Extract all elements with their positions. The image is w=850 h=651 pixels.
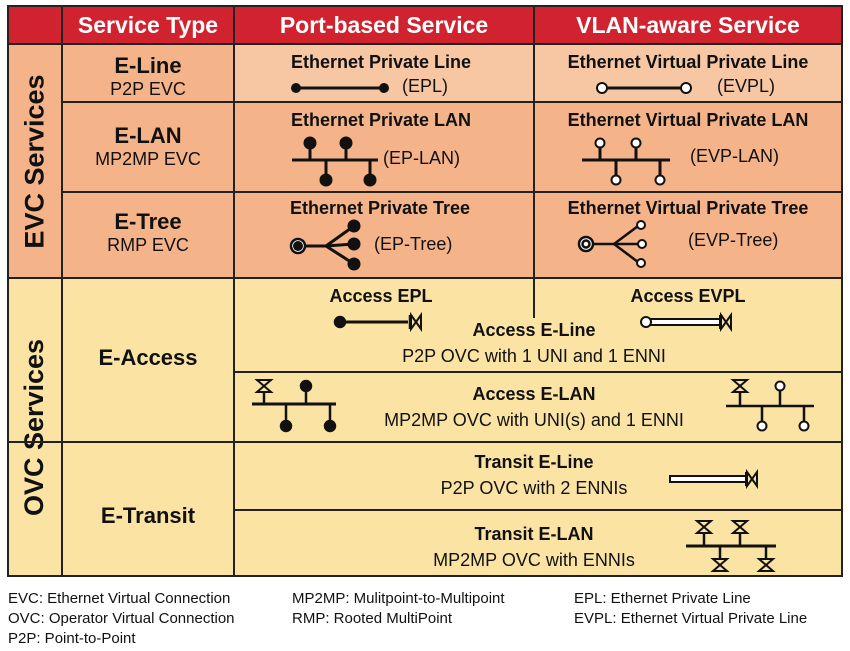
row-eaccess: [62, 278, 842, 442]
transit-elan-icon: [686, 520, 776, 572]
evp-tree-icon: [577, 220, 647, 268]
ep-tree-icon: [289, 219, 361, 271]
row-eline-cells: [234, 44, 842, 102]
etransit-label: E-Transit: [100, 503, 196, 528]
legend-evc: EVC: Ethernet Virtual Connection: [8, 590, 231, 607]
eptree-abbr: (EP-Tree): [374, 234, 453, 254]
epl-abbr: (EPL): [402, 76, 449, 96]
service-type-etransit: E-Transit: [62, 504, 234, 528]
row-elan: [62, 102, 842, 192]
elan-sub: MP2MP EVC: [95, 149, 201, 169]
eaccess-label: E-Access: [98, 345, 198, 370]
access-eline-desc: P2P OVC with 1 UNI and 1 ENNI: [402, 346, 666, 366]
header-vlan-aware: VLAN-aware Service: [534, 6, 842, 44]
etree-sub: RMP EVC: [107, 235, 189, 255]
eplan-title: Ethernet Private LAN: [290, 110, 472, 130]
eline-label: E-Line: [114, 53, 182, 78]
transit-elan-title: Transit E-LAN: [474, 524, 594, 544]
evpl-line-icon: [596, 82, 692, 94]
etree-label: E-Tree: [114, 209, 182, 234]
transit-eline-title: Transit E-Line: [474, 452, 594, 472]
service-type-eline: E-Line P2P EVC: [62, 54, 234, 100]
eplan-abbr: (EP-LAN): [383, 148, 461, 168]
legend-epl: EPL: Ethernet Private Line: [574, 590, 751, 607]
access-elan-port-icon: [252, 379, 337, 433]
ep-lan-icon: [292, 136, 378, 187]
header-port-based: Port-based Service: [234, 6, 534, 44]
evpl-title: Ethernet Virtual Private Line: [567, 52, 809, 72]
access-evpl-icon: [640, 312, 732, 332]
eline-sub: P2P EVC: [110, 79, 186, 99]
legend-ovc: OVC: Operator Virtual Connection: [8, 610, 235, 627]
legend-p2p: P2P: Point-to-Point: [8, 630, 136, 647]
evplan-abbr: (EVP-LAN): [690, 146, 780, 166]
transit-eline-desc: P2P OVC with 2 ENNIs: [440, 478, 628, 498]
access-epl-icon: [333, 312, 422, 332]
header-service-type: Service Type: [62, 6, 234, 44]
access-eline-title: Access E-Line: [472, 320, 596, 340]
service-type-elan: E-LAN MP2MP EVC: [62, 124, 234, 170]
evp-lan-icon: [582, 137, 670, 186]
evpl-abbr: (EVPL): [717, 76, 776, 96]
access-elan-title: Access E-LAN: [472, 384, 596, 404]
service-type-etree: E-Tree RMP EVC: [62, 210, 234, 256]
legend-evpl: EVPL: Ethernet Virtual Private Line: [574, 610, 808, 627]
elan-label: E-LAN: [114, 123, 182, 148]
evptree-title: Ethernet Virtual Private Tree: [567, 198, 809, 218]
group-ovc-services: OVC Services: [8, 278, 62, 576]
transit-elan-desc: MP2MP OVC with ENNIs: [433, 550, 635, 570]
legend-rmp: RMP: Rooted MultiPoint: [292, 610, 453, 627]
legend-mp2mp: MP2MP: Mulitpoint-to-Multipoint: [292, 590, 505, 607]
access-elan-vlan-icon: [726, 379, 814, 432]
group-evc-services: EVC Services: [8, 44, 62, 278]
row-etree: [62, 192, 842, 278]
access-elan-desc: MP2MP OVC with UNI(s) and 1 ENNI: [384, 410, 684, 430]
access-evpl-title: Access EVPL: [630, 286, 746, 306]
header-corner: [8, 6, 62, 44]
eptree-title: Ethernet Private Tree: [289, 198, 471, 218]
transit-eline-icon: [669, 468, 758, 490]
epl-title: Ethernet Private Line: [290, 52, 472, 72]
evplan-title: Ethernet Virtual Private LAN: [567, 110, 809, 130]
service-type-eaccess: E-Access: [62, 346, 234, 370]
access-epl-title: Access EPL: [329, 286, 433, 306]
epl-line-icon: [291, 83, 389, 93]
evptree-abbr: (EVP-Tree): [688, 230, 779, 250]
